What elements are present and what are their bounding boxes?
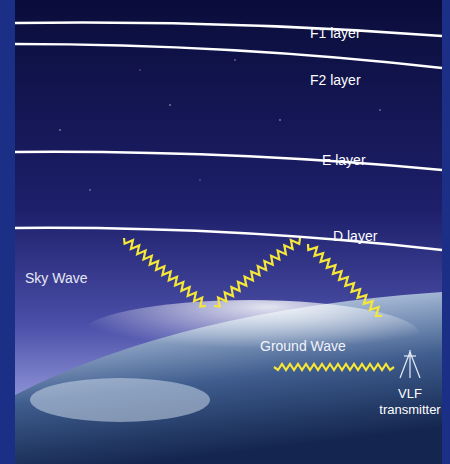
sky: [15, 0, 442, 464]
cloud: [30, 378, 210, 422]
sky-wave: [124, 238, 206, 307]
layer-label: F2 layer: [310, 72, 361, 88]
wave-label: Sky Wave: [25, 270, 88, 286]
layer-lines: [15, 23, 442, 250]
transmitter-label: VLF transmitter: [378, 386, 442, 418]
stars: [59, 59, 380, 190]
sky-wave: [308, 244, 382, 316]
transmitter-tower: [400, 350, 420, 378]
wave-label: Ground Wave: [260, 338, 346, 354]
ground-wave: [274, 364, 394, 370]
radio-waves: [124, 238, 394, 370]
layer-label: F1 layer: [310, 25, 361, 41]
layer-label: D layer: [333, 228, 377, 244]
sky-wave: [214, 238, 300, 307]
layer-label: E layer: [322, 152, 366, 168]
earth: [15, 292, 442, 464]
